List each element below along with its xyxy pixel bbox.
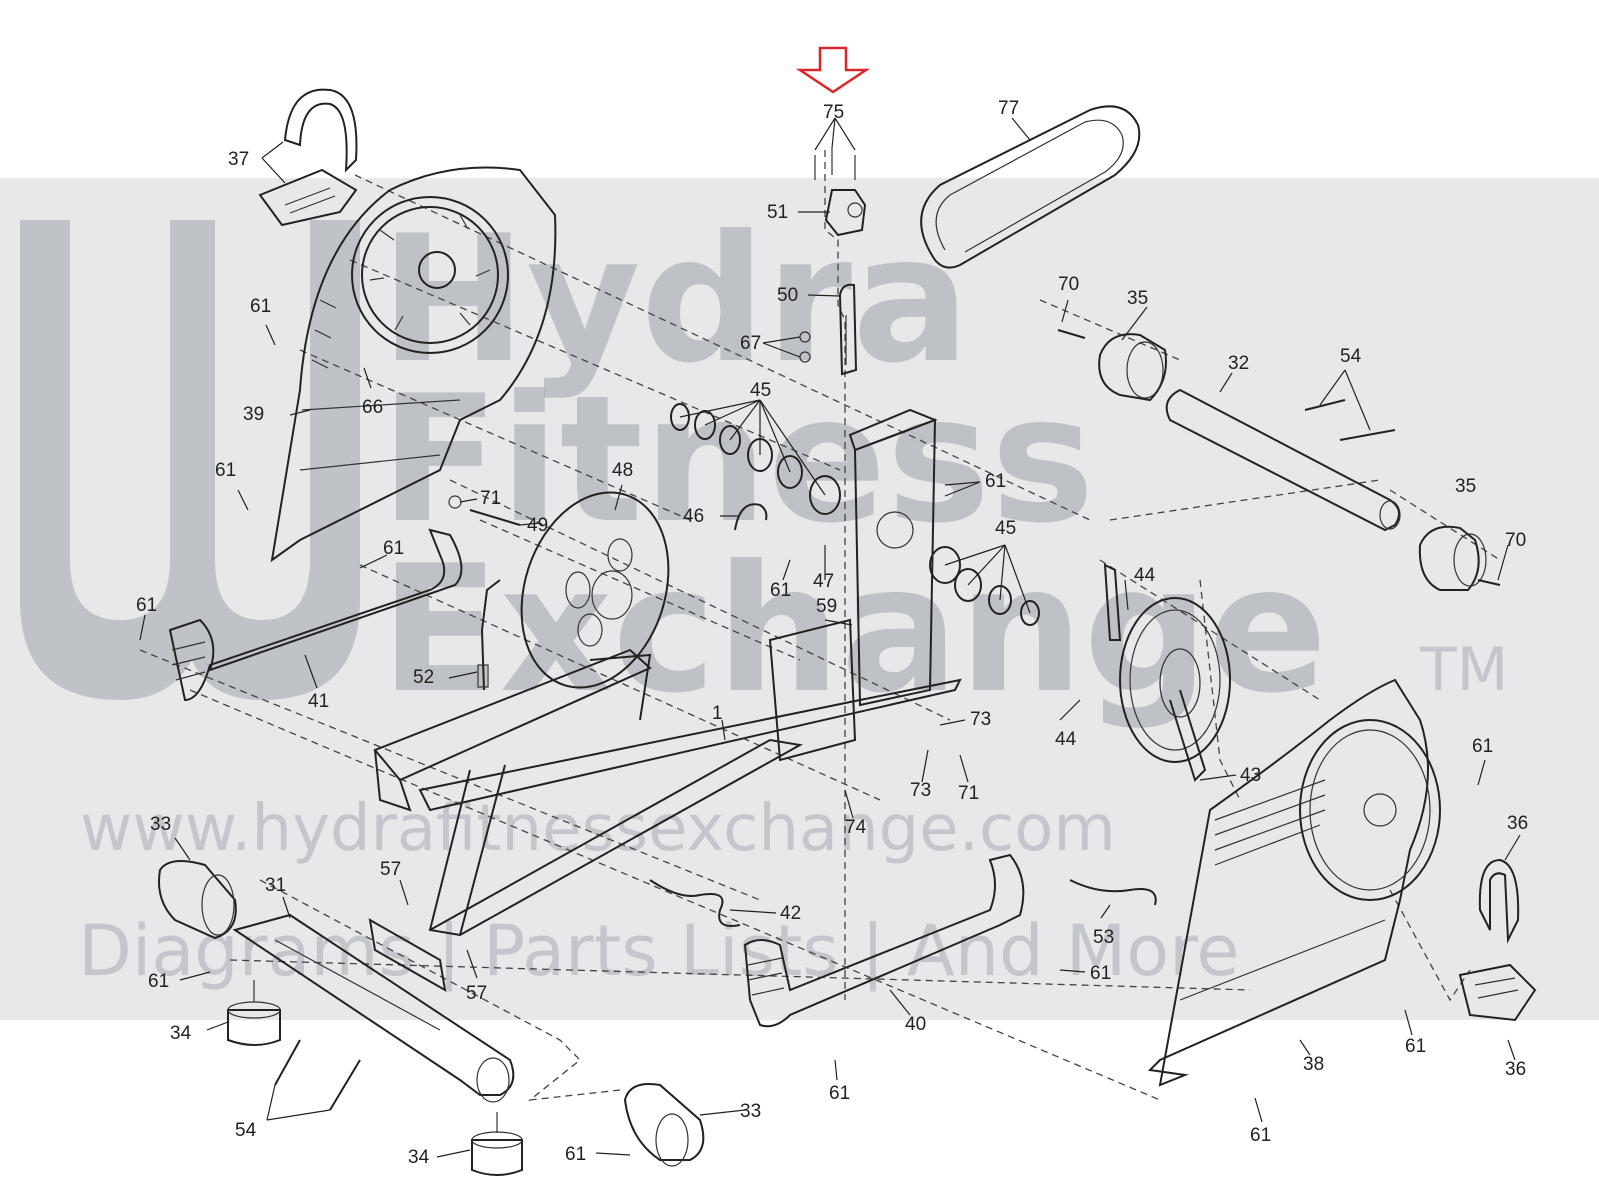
label-34-right: 34 — [408, 1147, 430, 1168]
leveler-foot-34-right — [471, 1112, 523, 1176]
label-34-left: 34 — [170, 1023, 192, 1044]
label-67: 67 — [740, 333, 761, 354]
watermark-logo-icon — [20, 220, 360, 700]
bolts-54-bottom — [274, 1039, 361, 1111]
roller-35-lower — [1418, 525, 1487, 591]
label-39: 39 — [243, 404, 264, 425]
flywheel-48 — [520, 491, 670, 689]
label-35-lower: 35 — [1455, 476, 1476, 497]
label-57-lower: 57 — [466, 983, 487, 1004]
upper-bracket-51 — [814, 148, 867, 237]
sensor-52 — [477, 579, 501, 691]
label-45-upper: 45 — [750, 380, 771, 401]
leveler-foot-34-left — [227, 980, 281, 1046]
label-45-lower: 45 — [995, 518, 1016, 539]
bearings-45-lower — [929, 546, 1040, 626]
label-38: 38 — [1303, 1054, 1324, 1075]
label-46: 46 — [683, 506, 704, 527]
pulley-43 — [1103, 563, 1231, 782]
label-36-upper: 36 — [1507, 813, 1528, 834]
pedal-strap-36 — [1458, 858, 1537, 1022]
watermark-band — [0, 178, 1599, 1020]
roller-35-upper — [1098, 333, 1167, 402]
label-48: 48 — [612, 460, 633, 481]
label-31: 31 — [265, 875, 286, 896]
label-61-d: 61 — [383, 538, 404, 559]
stabilizer-31 — [232, 913, 515, 1103]
label-75: 75 — [823, 102, 844, 123]
label-1: 1 — [712, 703, 723, 724]
label-70-lower: 70 — [1505, 530, 1526, 551]
label-66: 66 — [362, 397, 383, 418]
label-71-right: 71 — [958, 783, 979, 804]
left-shroud-39 — [270, 166, 557, 563]
label-61-l: 61 — [565, 1144, 586, 1165]
label-41: 41 — [308, 691, 329, 712]
label-43: 43 — [1240, 765, 1261, 786]
label-50: 50 — [777, 285, 798, 306]
label-42: 42 — [780, 903, 801, 924]
label-47: 47 — [813, 571, 834, 592]
label-33-right: 33 — [740, 1101, 761, 1122]
label-61-g: 61 — [1472, 736, 1493, 757]
label-52: 52 — [413, 667, 434, 688]
callout-labels: 75 77 37 51 50 70 35 61 67 32 54 66 45 3… — [136, 98, 1528, 1168]
right-shroud-38 — [1147, 678, 1441, 1087]
watermark-trademark: TM — [1419, 635, 1508, 705]
label-61-m: 61 — [1250, 1125, 1271, 1146]
endcap-33-left — [158, 860, 237, 940]
label-53: 53 — [1093, 927, 1114, 948]
label-61-e: 61 — [770, 580, 791, 601]
label-61-a: 61 — [250, 296, 271, 317]
label-59: 59 — [816, 596, 837, 617]
label-61-i: 61 — [148, 971, 169, 992]
highlight-arrow-icon — [795, 46, 871, 94]
label-71-left: 71 — [480, 488, 501, 509]
label-35-upper: 35 — [1127, 288, 1148, 309]
drive-belt-77 — [920, 105, 1141, 269]
label-54-upper: 54 — [1340, 346, 1362, 367]
shaft-32 — [1165, 388, 1401, 532]
label-57-upper: 57 — [380, 859, 401, 880]
label-61-b: 61 — [215, 460, 236, 481]
endcap-33-right — [623, 1083, 705, 1167]
wire-harness-42 — [649, 879, 741, 927]
label-61-h: 61 — [1090, 963, 1111, 984]
label-49: 49 — [527, 515, 548, 536]
label-32: 32 — [1228, 353, 1249, 374]
main-frame-1 — [368, 408, 962, 992]
watermark-tagline: Diagrams | Parts Lists | And More — [78, 910, 1239, 992]
label-61-f: 61 — [136, 595, 157, 616]
watermark: Hydra Fitness Exchange TM www.hydrafitne… — [0, 178, 1599, 1020]
label-61-k: 61 — [1405, 1036, 1426, 1057]
watermark-brand-line2: Fitness — [380, 359, 1095, 562]
label-70-upper: 70 — [1058, 274, 1079, 295]
label-36-lower: 36 — [1505, 1059, 1526, 1080]
label-40: 40 — [905, 1014, 926, 1035]
leader-lines — [139, 117, 1521, 1158]
stabilizer-40 — [743, 853, 1025, 1028]
label-73-upper: 73 — [970, 709, 991, 730]
label-44-lower: 44 — [1055, 729, 1077, 750]
label-73-lower: 73 — [910, 780, 931, 801]
label-61-j: 61 — [829, 1083, 850, 1104]
label-61-c: 61 — [985, 471, 1006, 492]
wire-harness-53 — [1069, 879, 1157, 906]
label-54-lower: 54 — [235, 1120, 257, 1141]
label-74: 74 — [845, 817, 867, 838]
label-51: 51 — [767, 202, 788, 223]
stabilizer-41 — [168, 528, 463, 702]
watermark-url: www.hydrafitnessexchange.com — [80, 792, 1116, 866]
pedal-strap-37 — [258, 88, 358, 227]
label-44-upper: 44 — [1134, 565, 1156, 586]
bolts-54-70 — [1057, 329, 1501, 586]
label-37: 37 — [228, 149, 249, 170]
label-33-left: 33 — [150, 814, 171, 835]
label-77: 77 — [998, 98, 1019, 119]
